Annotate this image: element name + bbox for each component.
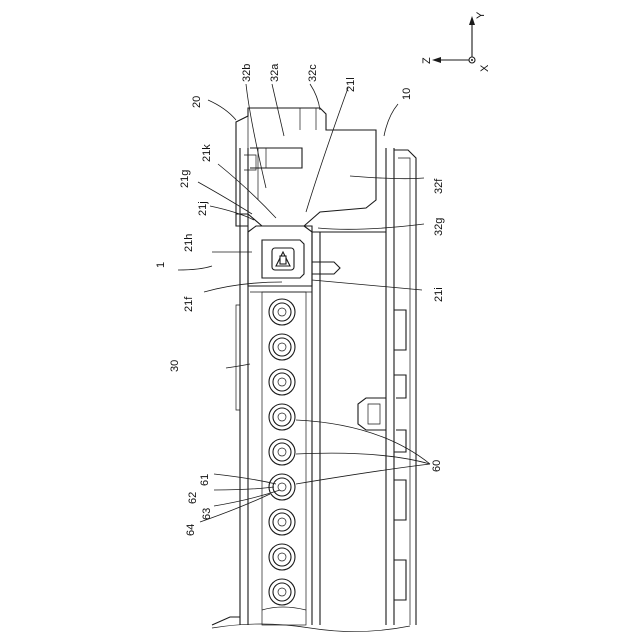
label-21k: 21k	[201, 144, 213, 162]
contact-circle	[269, 439, 295, 465]
label-60: 60	[431, 460, 443, 472]
contact-circle	[269, 299, 295, 325]
leader-lines	[178, 84, 430, 522]
axis-x-label: X	[479, 64, 491, 72]
label-10: 10	[401, 88, 413, 100]
terminal-block-21	[248, 226, 340, 292]
label-32a: 32a	[269, 63, 281, 82]
label-32b: 32b	[241, 64, 253, 82]
cover-20	[236, 108, 386, 232]
label-21f: 21f	[183, 296, 195, 312]
axis-y-label: Y	[475, 11, 487, 19]
contact-circle	[269, 544, 295, 570]
contact-circle	[269, 334, 295, 360]
label-21i: 21i	[433, 287, 445, 302]
axis-indicator: Y Z X	[421, 11, 491, 72]
label-21h: 21h	[183, 234, 195, 252]
reference-labels: 20 10 1 30 32b 32a 32c 21l 21k 21g 21j 2…	[155, 63, 445, 536]
label-30: 30	[169, 360, 181, 372]
housing-10	[212, 148, 416, 632]
label-21j: 21j	[197, 201, 209, 216]
contact-column-60	[262, 292, 306, 625]
contact-circle	[269, 579, 295, 605]
label-64: 64	[185, 524, 197, 536]
contact-circle	[269, 369, 295, 395]
label-32c: 32c	[307, 64, 319, 82]
label-21g: 21g	[179, 170, 191, 188]
contact-circle	[269, 404, 295, 430]
label-32g: 32g	[433, 218, 445, 236]
label-20: 20	[191, 96, 203, 108]
label-62: 62	[187, 492, 199, 504]
label-63: 63	[201, 508, 213, 520]
contact-circle	[269, 509, 295, 535]
axis-z-label: Z	[421, 57, 433, 64]
label-61: 61	[199, 474, 211, 486]
label-21l: 21l	[345, 77, 357, 92]
label-32f: 32f	[433, 178, 445, 194]
label-1: 1	[155, 262, 167, 268]
